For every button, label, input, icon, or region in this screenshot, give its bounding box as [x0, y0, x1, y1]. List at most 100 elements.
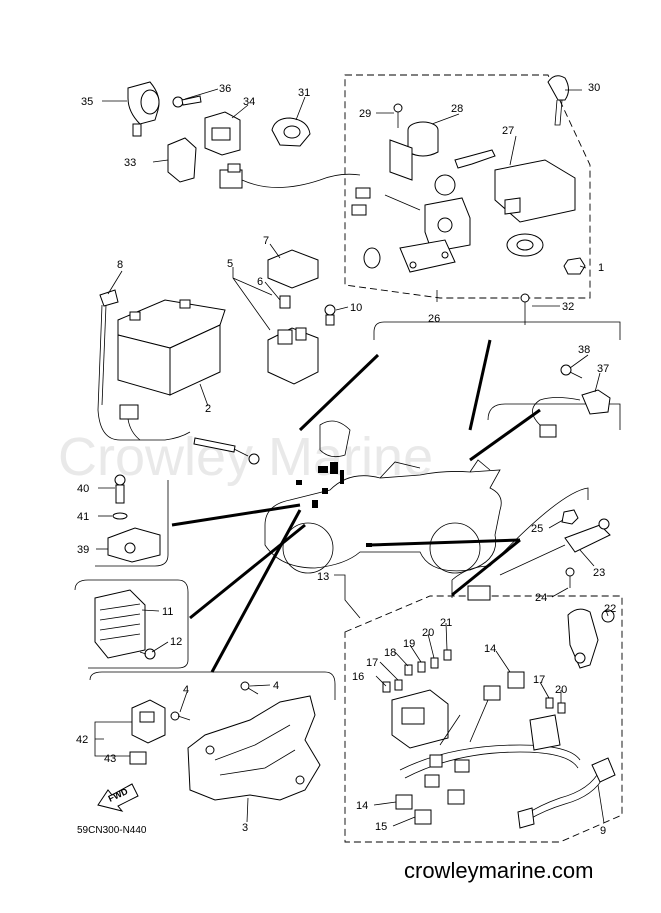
part-14-relay: [395, 794, 413, 810]
part-22-clamp: [567, 608, 615, 669]
callout-42: 42: [76, 734, 88, 746]
panel-26-edge: [373, 321, 621, 340]
part-fuse-box: [391, 689, 449, 749]
ignition-group-box: [344, 74, 591, 299]
part-grommet: [363, 247, 381, 269]
callout-30: 30: [588, 82, 600, 94]
callout-26: 26: [428, 313, 440, 325]
callout-34: 34: [243, 96, 255, 108]
callout-4-right: 4: [273, 680, 279, 692]
part-38-screw: [560, 364, 583, 379]
panel-11-edge: [74, 579, 189, 669]
callout-1: 1: [598, 262, 604, 274]
part-32-screw: [520, 293, 530, 325]
callout-20-right: 20: [555, 684, 567, 696]
part-29-screw: [393, 103, 403, 128]
callout-5: 5: [227, 258, 233, 270]
part-42-relay: [131, 699, 166, 744]
callout-29: 29: [359, 108, 371, 120]
callout-24: 24: [535, 592, 547, 604]
part-15-relay: [414, 809, 432, 825]
part-cap: [506, 233, 544, 257]
harness-group-box: [344, 595, 623, 843]
part-9-sub-lead: [517, 757, 616, 829]
part-11-regulator: [94, 589, 146, 659]
part-2-battery: [117, 299, 226, 396]
part-27-ecu: [494, 159, 576, 223]
callout-20-top: 20: [422, 627, 434, 639]
part-24-bolt: [565, 567, 575, 588]
part-25-nut: [561, 509, 579, 525]
part-14-relay-top: [507, 671, 525, 689]
part-10-bolt: [324, 304, 336, 326]
part-33-cover: [167, 137, 197, 183]
callout-7: 7: [263, 235, 269, 247]
callout-33: 33: [124, 157, 136, 169]
callout-13: 13: [317, 571, 329, 583]
callout-31: 31: [298, 87, 310, 99]
part-1-nut: [563, 257, 586, 275]
panel-37-edge: [487, 403, 621, 430]
part-7-relay-cover: [267, 249, 319, 289]
callout-4-left: 4: [183, 684, 189, 696]
part-23-sensor: [467, 518, 611, 601]
part-main-switch: [351, 187, 471, 273]
diagram-code: 59CN300-N440: [77, 825, 147, 836]
part-34-switch: [204, 111, 241, 156]
callout-3: 3: [242, 822, 248, 834]
callout-27: 27: [502, 125, 514, 137]
website-link[interactable]: crowleymarine.com: [404, 858, 594, 883]
part-41-washer: [112, 512, 128, 520]
callout-12: 12: [170, 636, 182, 648]
part-40-bolt: [114, 474, 126, 504]
callout-21: 21: [440, 617, 452, 629]
part-39-bracket: [107, 527, 161, 563]
callout-14-bottom: 14: [356, 800, 368, 812]
callout-2: 2: [205, 403, 211, 415]
callout-40: 40: [77, 483, 89, 495]
part-4-bolt: [170, 681, 259, 721]
part-43-holder: [129, 751, 147, 765]
callout-38: 38: [578, 344, 590, 356]
callout-17-right: 17: [533, 674, 545, 686]
part-3-bracket: [187, 695, 321, 801]
callout-6: 6: [257, 276, 263, 288]
part-main-connector: [219, 163, 361, 189]
callout-43: 43: [104, 753, 116, 765]
part-wire-harness: [399, 685, 581, 805]
panel-39-edge: [95, 480, 169, 567]
callout-23: 23: [593, 567, 605, 579]
panel-3-edge: [89, 671, 336, 700]
callout-14-top: 14: [484, 643, 496, 655]
callout-25: 25: [531, 523, 543, 535]
callout-18: 18: [384, 647, 396, 659]
part-36-screw: [172, 95, 202, 108]
part-5-starter-relay: [267, 327, 319, 385]
callout-8: 8: [117, 259, 123, 271]
panel-leaders: [171, 339, 541, 673]
part-35-clamp: [127, 81, 160, 137]
callout-leaders: [94, 88, 609, 827]
callout-15: 15: [375, 821, 387, 833]
part-8-lead: [97, 289, 260, 465]
callout-37: 37: [597, 363, 609, 375]
callout-22: 22: [604, 603, 616, 615]
callout-36: 36: [219, 83, 231, 95]
callout-39: 39: [77, 544, 89, 556]
callout-10: 10: [350, 302, 362, 314]
fwd-arrow: FWD: [97, 783, 139, 812]
part-31-clamp: [271, 117, 311, 147]
callout-41: 41: [77, 511, 89, 523]
harness-markers: [296, 462, 372, 547]
part-28-lock: [389, 121, 439, 181]
part-fuses: [382, 649, 566, 714]
callout-28: 28: [451, 103, 463, 115]
part-keys: [434, 149, 496, 196]
callout-35: 35: [81, 96, 93, 108]
callout-32: 32: [562, 301, 574, 313]
watermark-text: Crowley Marine: [58, 427, 433, 487]
callout-11: 11: [162, 606, 173, 618]
callout-numbers: 1 2 3 4 4 5 6 7 8 9 10 11 12 13 14 14 15…: [76, 82, 616, 837]
callout-17-left: 17: [366, 657, 378, 669]
